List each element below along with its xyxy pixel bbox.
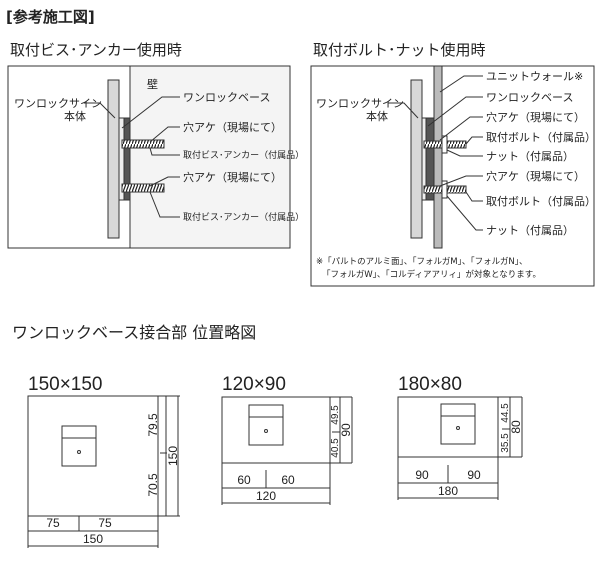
unit-wall (433, 65, 443, 249)
size-label: 180×80 (398, 374, 462, 395)
dim-left: 75 (46, 516, 60, 530)
dim-bottom: 35.5 (500, 433, 511, 453)
label-screw-2: 取付ビス･アンカー（付属品） (183, 212, 304, 223)
dim-right: 90 (467, 468, 481, 482)
heading: [参考施工図] (6, 8, 95, 26)
label-sign-body-2: 本体 (366, 109, 388, 123)
dim-left: 60 (237, 473, 251, 487)
wall (130, 66, 290, 248)
bolt-diagram-frame (310, 65, 595, 287)
label-nut-2: ナット（付属品） (486, 224, 574, 237)
label-wall: 壁 (147, 77, 158, 91)
label-sign-body: ワンロックサイン (14, 97, 102, 110)
dim-height: 150 (166, 446, 180, 466)
position-section-title: ワンロックベース接合部 位置略図 (12, 323, 256, 342)
bolt-diagram: 取付ボルト･ナット使用時 ワンロックサイン 本体 ユニットウォール※ ワンロック… (310, 41, 596, 287)
nut (441, 135, 448, 154)
plate-outline (397, 396, 499, 458)
anchor-screw (121, 183, 165, 193)
base-size-120x90: 120×90 49.5 40.5 90 60 60 120 (221, 374, 353, 505)
size-label: 120×90 (222, 374, 286, 395)
label-bolt-1: 取付ボルト（付属品） (486, 131, 596, 144)
bolt-diagram-title: 取付ボルト･ナット使用時 (313, 41, 486, 59)
base-outline (248, 404, 284, 446)
dim-right: 75 (98, 516, 112, 530)
dim-width: 150 (83, 532, 103, 546)
label-unit-wall: ユニットウォール※ (486, 70, 583, 83)
dim-bottom: 40.5 (330, 438, 341, 458)
label-base: ワンロックベース (183, 91, 270, 104)
label-hole-2: 穴アケ（現場にて） (486, 169, 585, 183)
base-size-180x80: 180×80 44.5 35.5 80 90 90 180 (397, 374, 523, 500)
label-hole-1: 穴アケ（現場にて） (486, 110, 585, 124)
sign-body (410, 79, 423, 239)
label-screw-1: 取付ビス･アンカー（付属品） (183, 150, 304, 161)
base-outline (440, 403, 476, 445)
anchor-screw (121, 139, 165, 149)
dim-top: 49.5 (330, 405, 341, 425)
dim-bottom: 70.5 (146, 473, 160, 497)
dim-height: 80 (509, 420, 523, 434)
label-sign-body-2: 本体 (64, 109, 86, 123)
label-hole-2: 穴アケ（現場にて） (183, 170, 282, 184)
onelock-base (123, 117, 131, 201)
label-sign-body: ワンロックサイン (316, 97, 404, 110)
plate-outline (221, 396, 331, 464)
label-base: ワンロックベース (486, 91, 573, 104)
sign-body (107, 79, 120, 239)
dim-top: 79.5 (146, 413, 160, 437)
dim-width: 120 (256, 489, 276, 503)
note-line-1: ※「パルトのアルミ面」、「フォルガM」、「フォルガN」、 (316, 256, 527, 267)
note-line-2: 「フォルガW」、「コルディアアリィ」が対象となります。 (322, 269, 541, 280)
plate-outline (27, 395, 159, 517)
nut (441, 180, 448, 199)
dim-height: 90 (339, 423, 353, 437)
base-size-150x150: 150×150 79.5 70.5 150 75 75 150 (27, 374, 180, 548)
dim-width: 180 (438, 484, 458, 498)
dim-top: 44.5 (500, 403, 511, 423)
label-nut-1: ナット（付属品） (486, 150, 574, 163)
anchor-diagram-title: 取付ビス･アンカー使用時 (10, 41, 182, 59)
base-outline (61, 425, 97, 467)
size-label: 150×150 (28, 374, 103, 395)
dim-right: 60 (281, 473, 295, 487)
anchor-diagram: 取付ビス･アンカー使用時 壁 ワンロックサイン 本体 ワンロックベース 穴アケ（… (7, 41, 304, 249)
label-hole-1: 穴アケ（現場にて） (183, 120, 282, 134)
onelock-base (425, 117, 435, 201)
dim-left: 90 (415, 468, 429, 482)
label-bolt-2: 取付ボルト（付属品） (486, 195, 596, 208)
